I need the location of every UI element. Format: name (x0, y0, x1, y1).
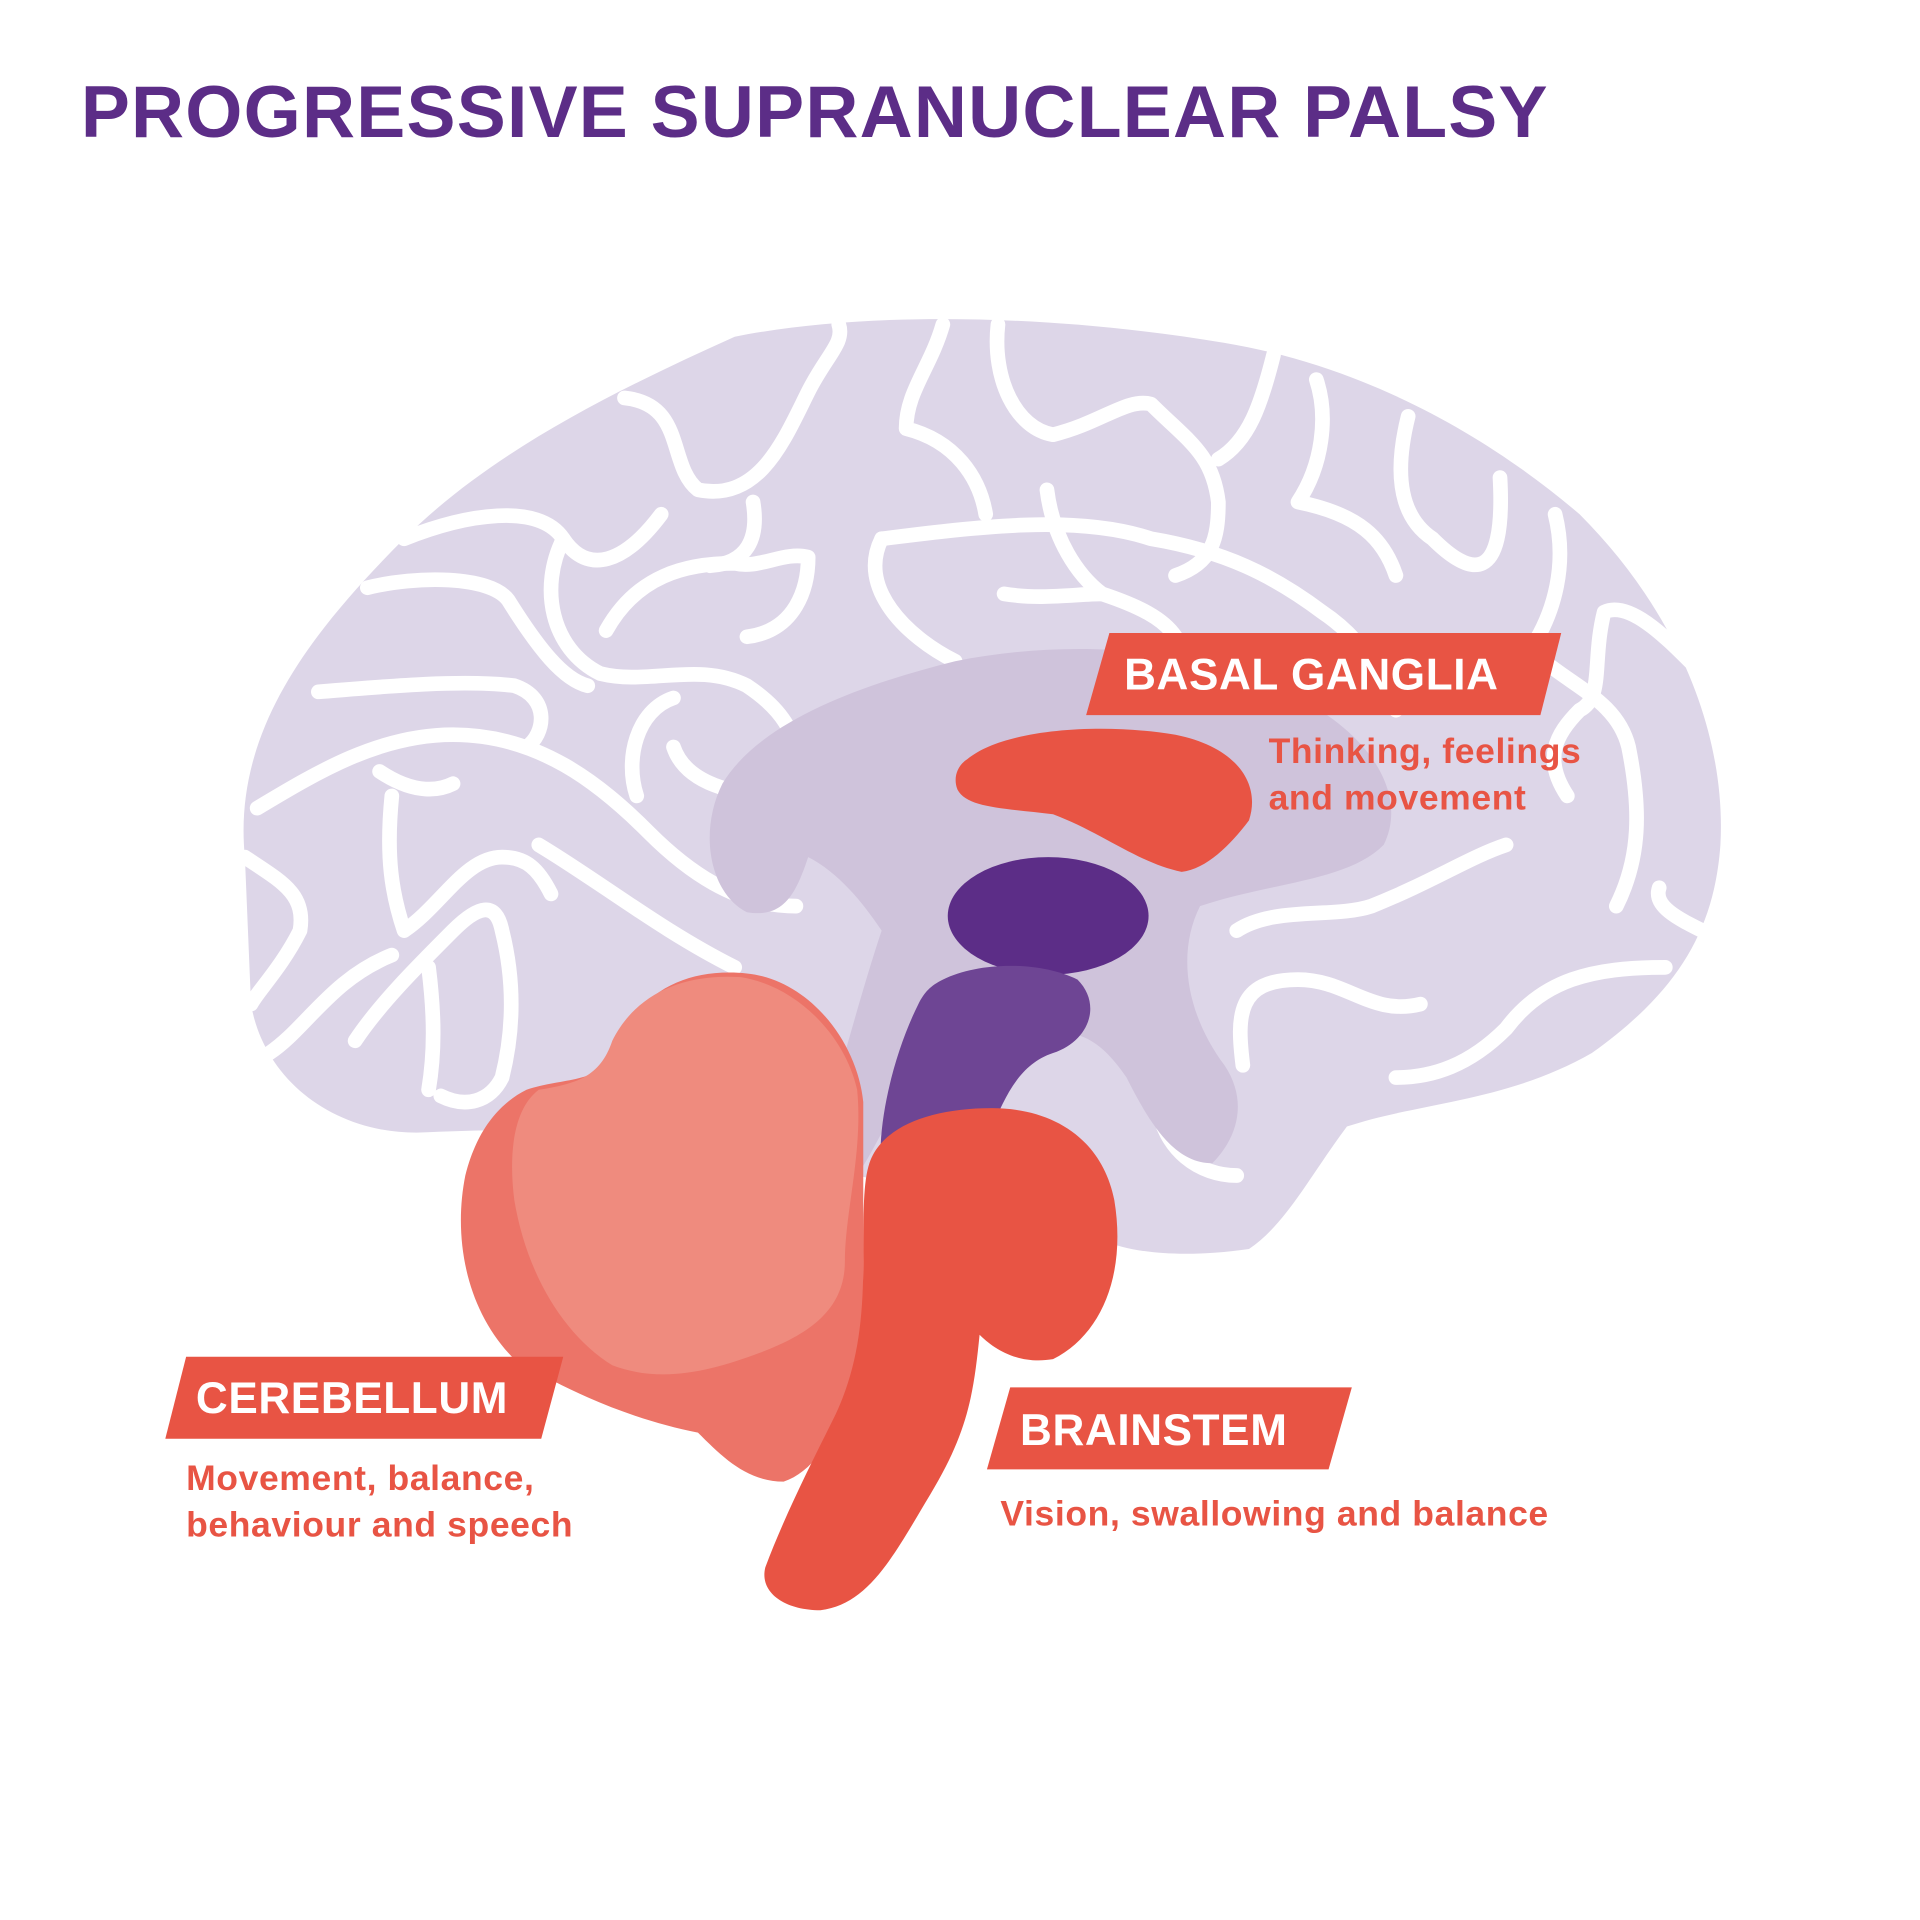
gyri-lines (237, 317, 1710, 1183)
basal-ganglia-title: BASAL GANGLIA (1124, 650, 1498, 699)
thalamus (947, 857, 1149, 975)
cerebellum-inner (512, 976, 859, 1375)
basal-ganglia-description-line2: and movement (1269, 777, 1527, 817)
basal-ganglia-label: BASAL GANGLIA Thinking, feelings and mov… (1086, 633, 1581, 817)
brainstem (764, 1108, 1118, 1611)
page-title: PROGRESSIVE SUPRANUCLEAR PALSY (81, 70, 1549, 153)
cerebellum-description-line2: behaviour and speech (186, 1505, 573, 1545)
basal-ganglia (955, 728, 1253, 872)
brainstem-description: Vision, swallowing and balance (1000, 1494, 1548, 1534)
brainstem-label: BRAINSTEM Vision, swallowing and balance (986, 1387, 1548, 1534)
brainstem-title: BRAINSTEM (1020, 1406, 1288, 1455)
cerebellum-description-line1: Movement, balance, (186, 1458, 534, 1498)
cerebellum-label: CEREBELLUM Movement, balance, behaviour … (165, 1356, 573, 1545)
cerebellum-title: CEREBELLUM (196, 1374, 508, 1423)
basal-ganglia-description-line1: Thinking, feelings (1269, 731, 1582, 771)
